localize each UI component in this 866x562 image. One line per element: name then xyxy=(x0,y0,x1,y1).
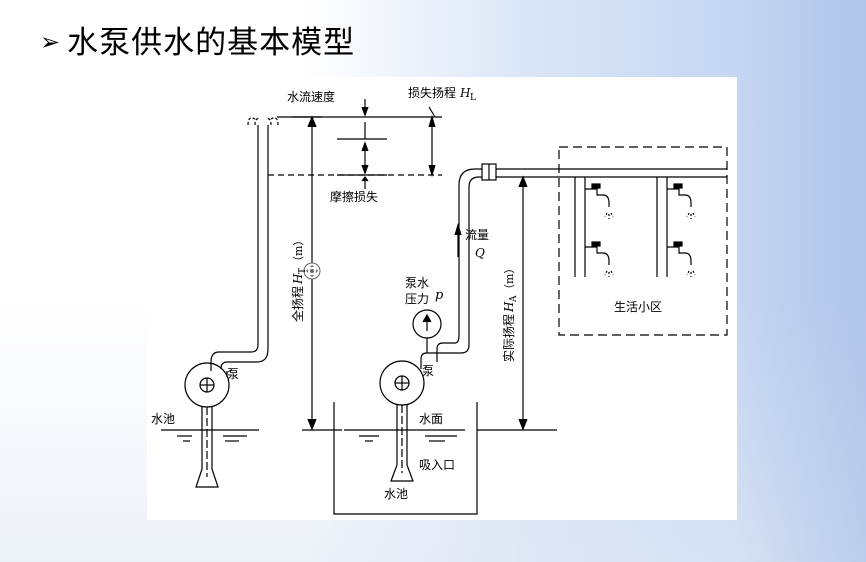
label-flow-speed: 水流速度 xyxy=(287,89,335,104)
label-water-surface: 水面 xyxy=(419,412,443,426)
label-total-head-unit: （m） xyxy=(292,235,305,267)
label-pump-pressure-2: 压力 xyxy=(405,292,429,306)
label-actual-head-symbol: H xyxy=(502,301,516,313)
pump-water-supply-diagram: 水流速度 损失扬程 H L 摩擦损失 流量 Q 泵水 压力 p 全扬程 H T … xyxy=(151,85,728,515)
label-total-head-subscript: T xyxy=(298,268,308,274)
background-gradient xyxy=(736,0,866,562)
faucet-icon xyxy=(585,241,614,277)
faucet-icon xyxy=(667,183,696,219)
label-head-loss-symbol: H xyxy=(459,86,471,100)
right-pipe-inner xyxy=(436,168,482,362)
faucet-icon xyxy=(667,241,696,277)
label-total-head-symbol: H xyxy=(291,273,305,285)
label-pump-pressure-symbol: p xyxy=(435,288,444,303)
label-total-head-group: 全扬程 H T （m） xyxy=(290,235,308,322)
right-pipe-outer xyxy=(420,176,482,369)
label-head-loss: 损失扬程 xyxy=(408,85,456,100)
faucet-icon xyxy=(585,183,614,219)
label-flow-rate-symbol: Q xyxy=(475,246,485,260)
left-suction-inlet xyxy=(195,468,219,488)
label-head-loss-subscript: L xyxy=(470,93,476,103)
community-boundary xyxy=(558,146,728,336)
left-pipe-elbow-outer xyxy=(220,348,269,370)
left-pipe-elbow-inner xyxy=(210,344,259,371)
label-community: 生活小区 xyxy=(614,300,662,314)
label-actual-head-subscript: A xyxy=(509,295,519,303)
label-pump-left: 泵 xyxy=(227,367,239,381)
move-cursor-icon xyxy=(303,262,321,280)
label-actual-head-unit: （m） xyxy=(503,263,516,295)
label-pump-right: 泵 xyxy=(422,364,434,378)
left-water-spray xyxy=(247,117,279,126)
label-pool-right: 水池 xyxy=(384,487,408,501)
page-title-text: 水泵供水的基本模型 xyxy=(67,25,356,61)
page-title: ➢水泵供水的基本模型 xyxy=(40,17,355,62)
label-actual-head-group: 实际扬程 H A （m） xyxy=(501,263,519,362)
right-water-tank xyxy=(333,402,478,515)
label-total-head: 全扬程 xyxy=(290,286,305,322)
label-suction-inlet: 吸入口 xyxy=(419,458,455,472)
label-pump-pressure-1: 泵水 xyxy=(405,276,429,290)
label-pool-left: 水池 xyxy=(151,412,175,426)
label-actual-head: 实际扬程 xyxy=(501,314,516,362)
right-suction-inlet xyxy=(390,464,414,482)
diagram-panel: 水流速度 损失扬程 H L 摩擦损失 流量 Q 泵水 压力 p 全扬程 H T … xyxy=(147,77,737,520)
triangle-bullet-icon: ➢ xyxy=(40,28,62,56)
label-friction-loss: 摩擦损失 xyxy=(330,189,378,204)
label-flow-rate: 流量 xyxy=(465,228,489,242)
